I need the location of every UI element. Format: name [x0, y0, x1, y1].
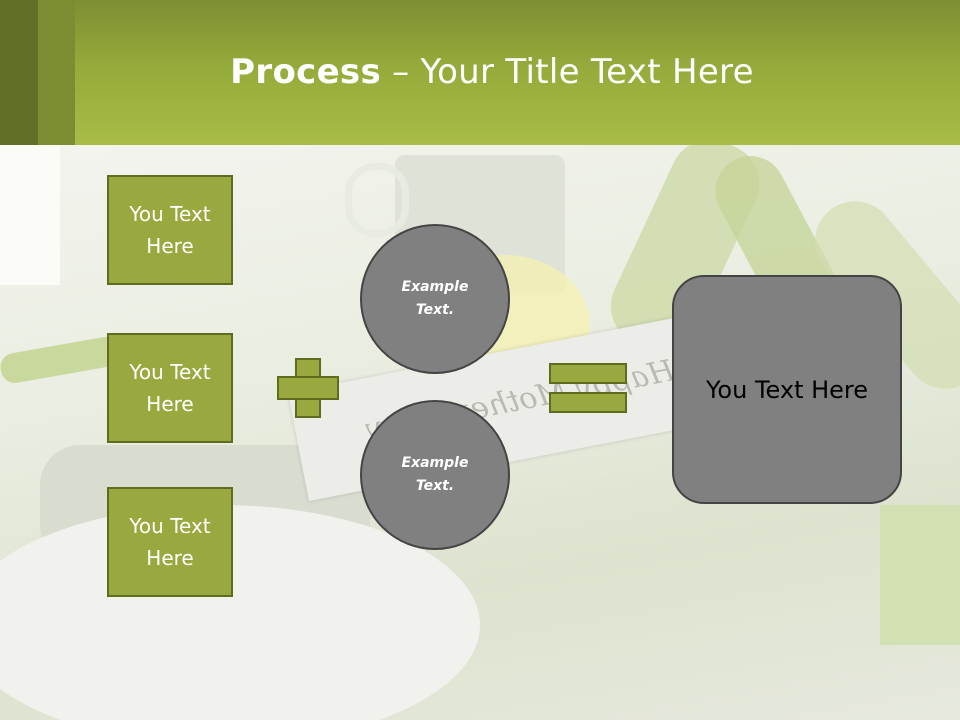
slide-title: Process – Your Title Text Here — [0, 52, 960, 92]
text-box-2[interactable]: You Text Here — [107, 333, 233, 443]
title-rest: – Your Title Text Here — [381, 52, 754, 92]
mug-handle — [345, 163, 409, 237]
text-box-label: You Text Here — [129, 360, 211, 416]
header-bar: Process – Your Title Text Here — [0, 0, 960, 145]
result-label: You Text Here — [705, 375, 869, 404]
result-box[interactable]: You Text Here — [672, 275, 902, 504]
text-box-label: You Text Here — [129, 514, 211, 570]
header-accent-strip-2 — [38, 0, 75, 145]
text-box-1[interactable]: You Text Here — [107, 175, 233, 285]
window-light — [0, 145, 60, 285]
text-box-label: You Text Here — [129, 202, 211, 258]
title-bold: Process — [230, 52, 382, 92]
example-circle-1[interactable]: Example Text. — [360, 224, 510, 374]
equals-icon-bar — [549, 392, 627, 413]
checkered-cloth — [880, 505, 960, 645]
header-accent-strip — [0, 0, 38, 145]
circle-label: Example Text. — [401, 279, 469, 318]
ribbon-shape — [0, 334, 122, 386]
plus-icon-center — [297, 378, 319, 398]
example-circle-2[interactable]: Example Text. — [360, 400, 510, 550]
equals-icon — [549, 363, 627, 384]
circle-label: Example Text. — [401, 455, 469, 494]
text-box-3[interactable]: You Text Here — [107, 487, 233, 597]
